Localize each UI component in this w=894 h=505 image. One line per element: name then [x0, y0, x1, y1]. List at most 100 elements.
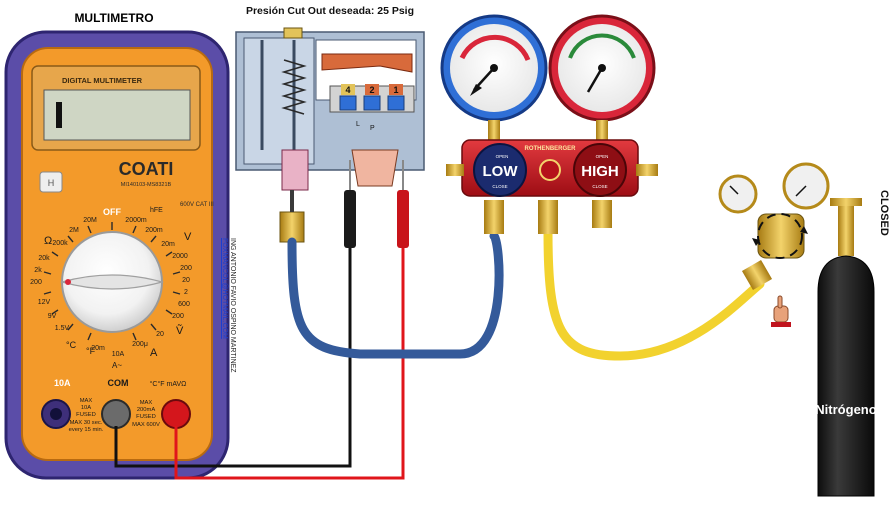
cylinder-valve-handwheel[interactable] [830, 198, 862, 206]
range-spring [281, 59, 307, 115]
svg-text:MAX 600V: MAX 600V [132, 422, 160, 428]
dial-label: 2 [184, 289, 188, 296]
dial-label: 20m [161, 241, 175, 248]
cylinder-valve[interactable] [838, 202, 854, 256]
author-email-link[interactable]: FOXMANCOL@HOTMAIL.COM [221, 238, 228, 339]
dial-label: 20M [83, 217, 97, 224]
hfe-symbol: hFE [150, 207, 163, 214]
high-valve-knob[interactable] [573, 143, 627, 197]
port-com-label: COM [108, 378, 129, 388]
low-close-label: CLOSE [492, 184, 507, 189]
dial-label: 20m [91, 345, 105, 352]
dial-label: 20k [38, 255, 50, 262]
hoses [287, 227, 765, 361]
svg-text:MAX: MAX [140, 400, 153, 406]
port-vohm-label: °C°F mAVΩ [150, 380, 187, 388]
contact-label: P [370, 125, 375, 132]
aac-symbol: A~ [112, 361, 122, 370]
side-port-right [636, 164, 658, 176]
low-valve-knob[interactable] [473, 143, 527, 197]
bellows-stem [281, 149, 309, 191]
svg-text:MAX 30 sec.: MAX 30 sec. [70, 420, 103, 426]
port-ma-warning: MAX 200mA FUSED MAX 600V [132, 400, 160, 428]
sight-glass [539, 159, 561, 181]
meter-model: MI140103-MS8321B [121, 182, 172, 188]
service-hose-fitting [538, 200, 558, 234]
yellow-hose [543, 227, 765, 361]
adc-symbol: A [150, 347, 158, 359]
port-vohm-jack[interactable] [161, 399, 191, 429]
dial-ticks [43, 222, 181, 341]
hold-button-label: H [48, 178, 55, 188]
port-10a-warning: MAX 10A FUSED MAX 30 sec. every 15 min. [69, 398, 104, 433]
port-com-jack[interactable] [101, 399, 131, 429]
terminal-4-tag [341, 84, 355, 95]
low-gauge-stem [488, 120, 500, 142]
bellows [351, 149, 399, 187]
dial-label: 200 [180, 265, 192, 272]
contact-label: L [356, 121, 360, 128]
dial-label: 2M [69, 227, 79, 234]
dial-label: 2000 [172, 253, 188, 260]
off-label: OFF [103, 207, 121, 217]
terminal-label: 4 [345, 85, 350, 95]
knob-grip [59, 274, 165, 290]
rotation-arrow-head [800, 226, 808, 234]
high-close-label: CLOSE [592, 184, 607, 189]
vac-symbol: Ṽ [176, 324, 184, 337]
manifold-brand: ROTHENBERGER [524, 146, 576, 152]
svg-text:MAX: MAX [80, 398, 93, 404]
terminal-screws [339, 95, 405, 111]
svg-text:every 15 min.: every 15 min. [69, 427, 104, 433]
high-gauge-needle [586, 67, 604, 93]
dial-label: 200μ [132, 341, 148, 348]
low-valve-label: LOW [483, 163, 519, 180]
dial-label: 600 [178, 301, 190, 308]
high-gauge-pivot [598, 64, 606, 72]
low-open-label: OPEN [496, 154, 509, 159]
side-port-left [446, 164, 464, 176]
svg-text:200mA: 200mA [137, 407, 156, 413]
nitrogen-cylinder [817, 255, 875, 497]
dial-label: 20 [156, 331, 164, 338]
multimeter: MULTIMETRO DIGITAL MULTIMETER COATI MI14… [4, 11, 230, 480]
lcd-brand-text: DIGITAL MULTIMETER [62, 76, 143, 85]
rotation-arrow-head [752, 238, 760, 246]
knob-pointer-dot [65, 279, 71, 285]
terminal-1-tag [389, 84, 403, 95]
svg-text:10A: 10A [81, 405, 91, 411]
manifold-gauge-set: ROTHENBERGER LOW OPEN CLOSE HIGH OPEN CL… [440, 14, 658, 234]
hand-icon [771, 295, 791, 327]
lcd-display [43, 89, 191, 141]
dial-label: 200k [52, 240, 68, 247]
vdc-symbol: V [184, 231, 192, 243]
port-10a-hole [50, 408, 62, 420]
dial-label: 1.5V [55, 325, 70, 332]
dial-label: 20 [182, 277, 190, 284]
dial-label: 2k [34, 267, 42, 274]
meter-brand: COATI [119, 159, 174, 179]
blue-hose [287, 231, 504, 359]
cutout-caption: Presión Cut Out deseada: 25 Psig [246, 5, 414, 17]
terminal-label: 1 [393, 85, 398, 95]
multimeter-title: MULTIMETRO [74, 11, 153, 25]
ohm-symbol: Ω [44, 235, 52, 247]
regulator-rotation-arrows [757, 213, 803, 259]
range-adjust-chamber [243, 37, 315, 165]
dial-labels: 20M 2M 200k 20k 2k 200 2000m 200m 20m 20… [30, 217, 192, 358]
range-adjust-screw[interactable] [283, 27, 303, 39]
contact-lever [321, 53, 413, 73]
lcd-segment [56, 102, 62, 128]
dial-label: 200m [145, 227, 163, 234]
terminal-label: 2 [369, 85, 374, 95]
hold-button[interactable] [39, 171, 63, 193]
dial-label: 9V [48, 313, 57, 320]
high-hose-fitting [592, 200, 612, 228]
red-test-lead [174, 248, 405, 480]
cylinder-gas-label: Nitrógeno [815, 402, 876, 417]
red-probe [397, 190, 409, 248]
switch-flare-fitting [279, 211, 305, 243]
low-gauge-pivot [490, 64, 498, 72]
function-symbols: Ω V Ṽ A A~ °C °F hFE [44, 207, 192, 370]
